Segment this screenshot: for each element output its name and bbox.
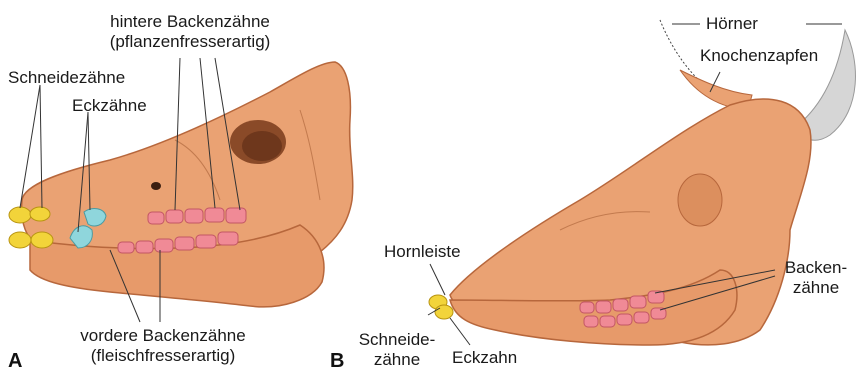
label-knochenzapfen: Knochenzapfen [700,46,818,66]
pig-skull [9,62,353,307]
panel-letter-a: A [8,350,22,373]
label-hintere-backenzaehne: hintere Backenzähne (pflanzenfresserarti… [90,12,290,52]
label-backenzaehne-b: Backen- zähne [776,258,856,298]
label-hintere-line1: hintere Backenzähne [90,12,290,32]
label-hoerner: Hörner [706,14,758,34]
label-schneide-line1: Schneide- [352,330,442,350]
label-schneide-line2: zähne [352,350,442,370]
panel-letter-b: B [330,350,344,373]
label-eckzahn: Eckzahn [452,348,517,368]
label-vordere-line1: vordere Backenzähne [58,326,268,346]
cow-incisors [429,295,453,319]
label-schneidezaehne-b: Schneide- zähne [352,330,442,370]
cow-eye-socket [678,174,722,226]
pig-nostril [151,182,161,190]
label-vordere-line2: (fleischfresserartig) [58,346,268,366]
label-vordere-backenzaehne: vordere Backenzähne (fleischfresserartig… [58,326,268,366]
label-eckzaehne: Eckzähne [72,96,147,116]
label-backen-line2: zähne [776,278,856,298]
label-hintere-line2: (pflanzenfresserartig) [90,32,290,52]
label-backen-line1: Backen- [776,258,856,278]
label-hornleiste: Hornleiste [384,242,461,262]
label-schneidezaehne-a: Schneidezähne [8,68,125,88]
